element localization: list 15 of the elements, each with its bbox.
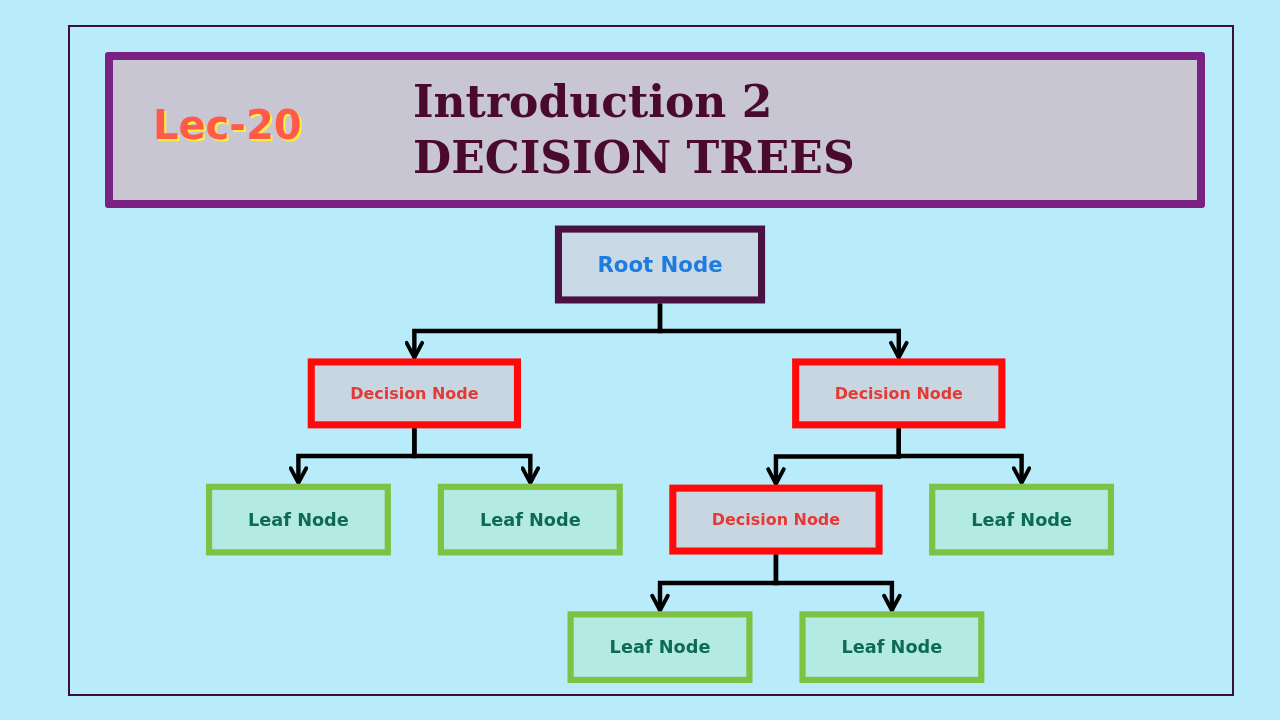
decision-node: Decision Node xyxy=(307,358,522,429)
leaf-node: Leaf Node xyxy=(205,483,391,556)
leaf-node: Leaf Node xyxy=(437,483,623,556)
lecture-label: Lec-20 xyxy=(153,102,302,148)
leaf-node: Leaf Node xyxy=(799,611,985,683)
leaf-node: Leaf Node xyxy=(929,483,1115,556)
title: Introduction 2 DECISION TREES xyxy=(413,75,856,185)
arrow xyxy=(657,303,909,360)
arrow xyxy=(896,428,1032,485)
decision-node: Decision Node xyxy=(669,484,883,555)
root-node: Root Node xyxy=(554,225,766,304)
arrow xyxy=(412,428,541,485)
arrow xyxy=(773,554,902,613)
leaf-node: Leaf Node xyxy=(567,611,753,683)
decision-node: Decision Node xyxy=(792,358,1006,429)
